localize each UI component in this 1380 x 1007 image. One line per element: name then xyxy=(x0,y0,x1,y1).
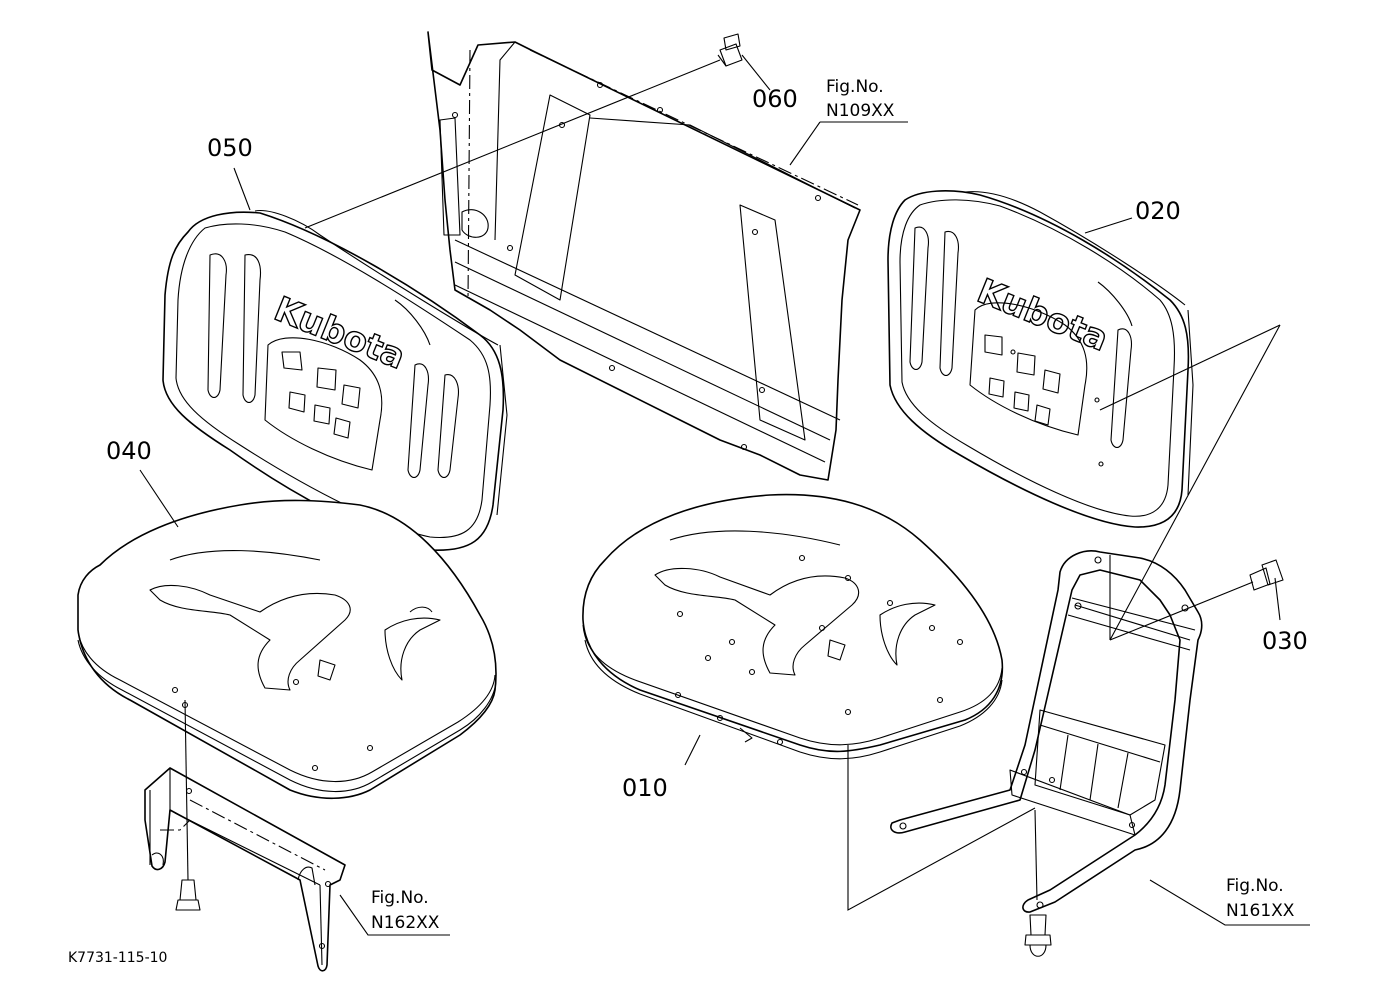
part-label-050: 050 xyxy=(207,134,253,162)
part-label-010: 010 xyxy=(622,774,668,802)
backrest-right-drawing: Kubota xyxy=(887,190,1194,528)
leader-lines xyxy=(139,54,1310,936)
left-bracket-drawing xyxy=(144,699,346,972)
seat-cushion-right-drawing xyxy=(582,493,1004,760)
fig-number-n162: N162XX xyxy=(371,913,440,933)
backrest-left-drawing: Kubota xyxy=(162,209,508,551)
fig-prefix-n161: Fig.No. xyxy=(1226,876,1284,896)
part-label-040: 040 xyxy=(106,437,152,465)
fig-number-n109: N109XX xyxy=(826,101,895,121)
fig-prefix-n162: Fig.No. xyxy=(371,888,429,908)
part-labels: 060 050 020 040 030 010 xyxy=(106,85,1308,802)
part-label-030: 030 xyxy=(1262,627,1308,655)
figure-reference-n162: Fig.No. N162XX xyxy=(371,888,440,933)
fig-prefix-n109: Fig.No. xyxy=(826,77,884,97)
diagram-code: K7731-115-10 xyxy=(68,950,167,966)
figure-reference-n109: Fig.No. N109XX xyxy=(826,77,895,121)
seat-cushion-left-drawing xyxy=(77,499,497,800)
fig-number-n161: N161XX xyxy=(1226,901,1295,921)
bolt-030-drawing xyxy=(1249,559,1284,591)
right-frame-drawing xyxy=(890,550,1203,957)
part-label-020: 020 xyxy=(1135,197,1181,225)
part-label-060: 060 xyxy=(752,85,798,113)
rear-panel-drawing xyxy=(427,31,861,481)
bolt-060-drawing xyxy=(717,33,743,67)
figure-reference-n161: Fig.No. N161XX xyxy=(1226,876,1295,921)
